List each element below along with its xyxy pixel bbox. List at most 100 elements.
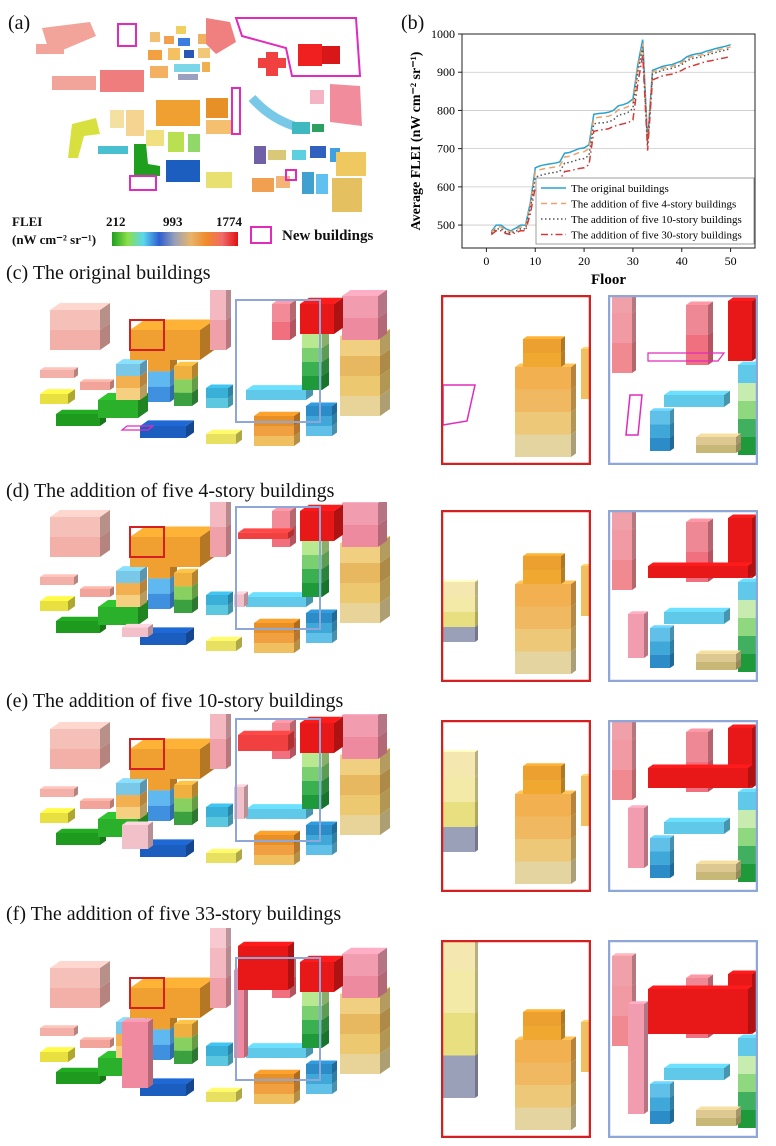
building-block (100, 742, 110, 769)
building-block (246, 390, 306, 400)
new-building-outline (129, 175, 157, 191)
building-footprint (150, 66, 168, 78)
building-block (686, 522, 708, 552)
zoom-blue-10-story (608, 720, 758, 892)
building-block (246, 804, 313, 809)
building-block (322, 1015, 329, 1034)
building-block (254, 855, 294, 865)
building-block (50, 537, 100, 557)
building-footprint (168, 132, 184, 152)
building-block (696, 872, 736, 880)
building-block (441, 752, 475, 777)
building-block (322, 1001, 329, 1020)
building-block (728, 297, 757, 301)
building-block (228, 813, 233, 827)
building-block (206, 595, 228, 605)
building-block (708, 728, 713, 762)
building-block (696, 650, 741, 654)
building-block (140, 578, 147, 595)
building-block (708, 518, 713, 552)
building-footprint (206, 120, 232, 134)
building-block (244, 591, 248, 607)
building-block (628, 808, 644, 868)
zoom-frame-red (441, 295, 591, 465)
building-block (302, 795, 322, 809)
building-block (148, 371, 170, 387)
building-block (340, 775, 380, 795)
site-map-2d (36, 17, 366, 212)
building-block (696, 654, 736, 662)
building-block (116, 795, 140, 807)
zoom-frame-blue (608, 940, 758, 1138)
building-block (475, 1053, 478, 1098)
building-block (523, 1009, 565, 1012)
building-block (664, 817, 730, 822)
building-block (342, 318, 378, 340)
building-block (206, 848, 242, 853)
building-block (561, 763, 565, 780)
building-block (581, 776, 591, 826)
building-block (40, 389, 75, 394)
building-footprint (268, 150, 286, 160)
building-block (40, 786, 78, 789)
building-block (294, 421, 300, 436)
building-block (302, 362, 322, 376)
zoom-blue-4-story (608, 510, 758, 682)
building-block (340, 1054, 380, 1074)
building-block (332, 629, 337, 643)
building-block (628, 614, 644, 658)
building-footprint (134, 144, 160, 176)
building-block (342, 737, 378, 759)
building-block (302, 1020, 322, 1034)
building-block (288, 730, 294, 751)
building-block (441, 827, 475, 852)
building-block (340, 396, 380, 416)
building-block (210, 320, 226, 350)
building-footprint (174, 64, 200, 72)
building-block (206, 388, 228, 398)
building-block (515, 1085, 571, 1108)
y-tick-label: 900 (437, 65, 455, 79)
building-block (644, 805, 648, 868)
building-block (322, 371, 329, 390)
building-block (80, 379, 114, 382)
building-block (515, 584, 571, 607)
building-block (226, 944, 231, 978)
building-footprint (184, 50, 194, 58)
building-block (628, 611, 648, 614)
building-block (632, 310, 636, 343)
building-footprint (302, 172, 314, 194)
building-block (475, 1010, 478, 1056)
building-block (322, 343, 329, 362)
y-tick-label: 800 (437, 103, 455, 117)
building-block (523, 766, 561, 780)
building-block (130, 319, 215, 330)
building-block (40, 370, 74, 378)
building-block (738, 383, 756, 401)
building-block (238, 946, 288, 990)
building-block (174, 573, 192, 587)
building-block (612, 530, 632, 560)
building-block (116, 595, 140, 607)
building-block (140, 1084, 186, 1096)
building-footprint (292, 122, 310, 134)
building-block (56, 414, 100, 426)
building-block (302, 334, 322, 348)
building-block (322, 776, 329, 795)
building-block (738, 810, 756, 828)
building-block (650, 654, 670, 668)
building-block (116, 807, 140, 819)
building-block (738, 582, 756, 600)
building-block (122, 821, 153, 825)
highlight-blue-frame (235, 299, 321, 423)
building-block (100, 961, 110, 988)
building-block (736, 1106, 741, 1118)
building-block (80, 589, 110, 597)
building-block (130, 738, 215, 749)
building-block (306, 402, 337, 406)
building-block (380, 576, 390, 603)
building-block (246, 592, 313, 597)
building-block (140, 627, 194, 633)
building-block (380, 349, 390, 376)
building-block (523, 336, 565, 339)
